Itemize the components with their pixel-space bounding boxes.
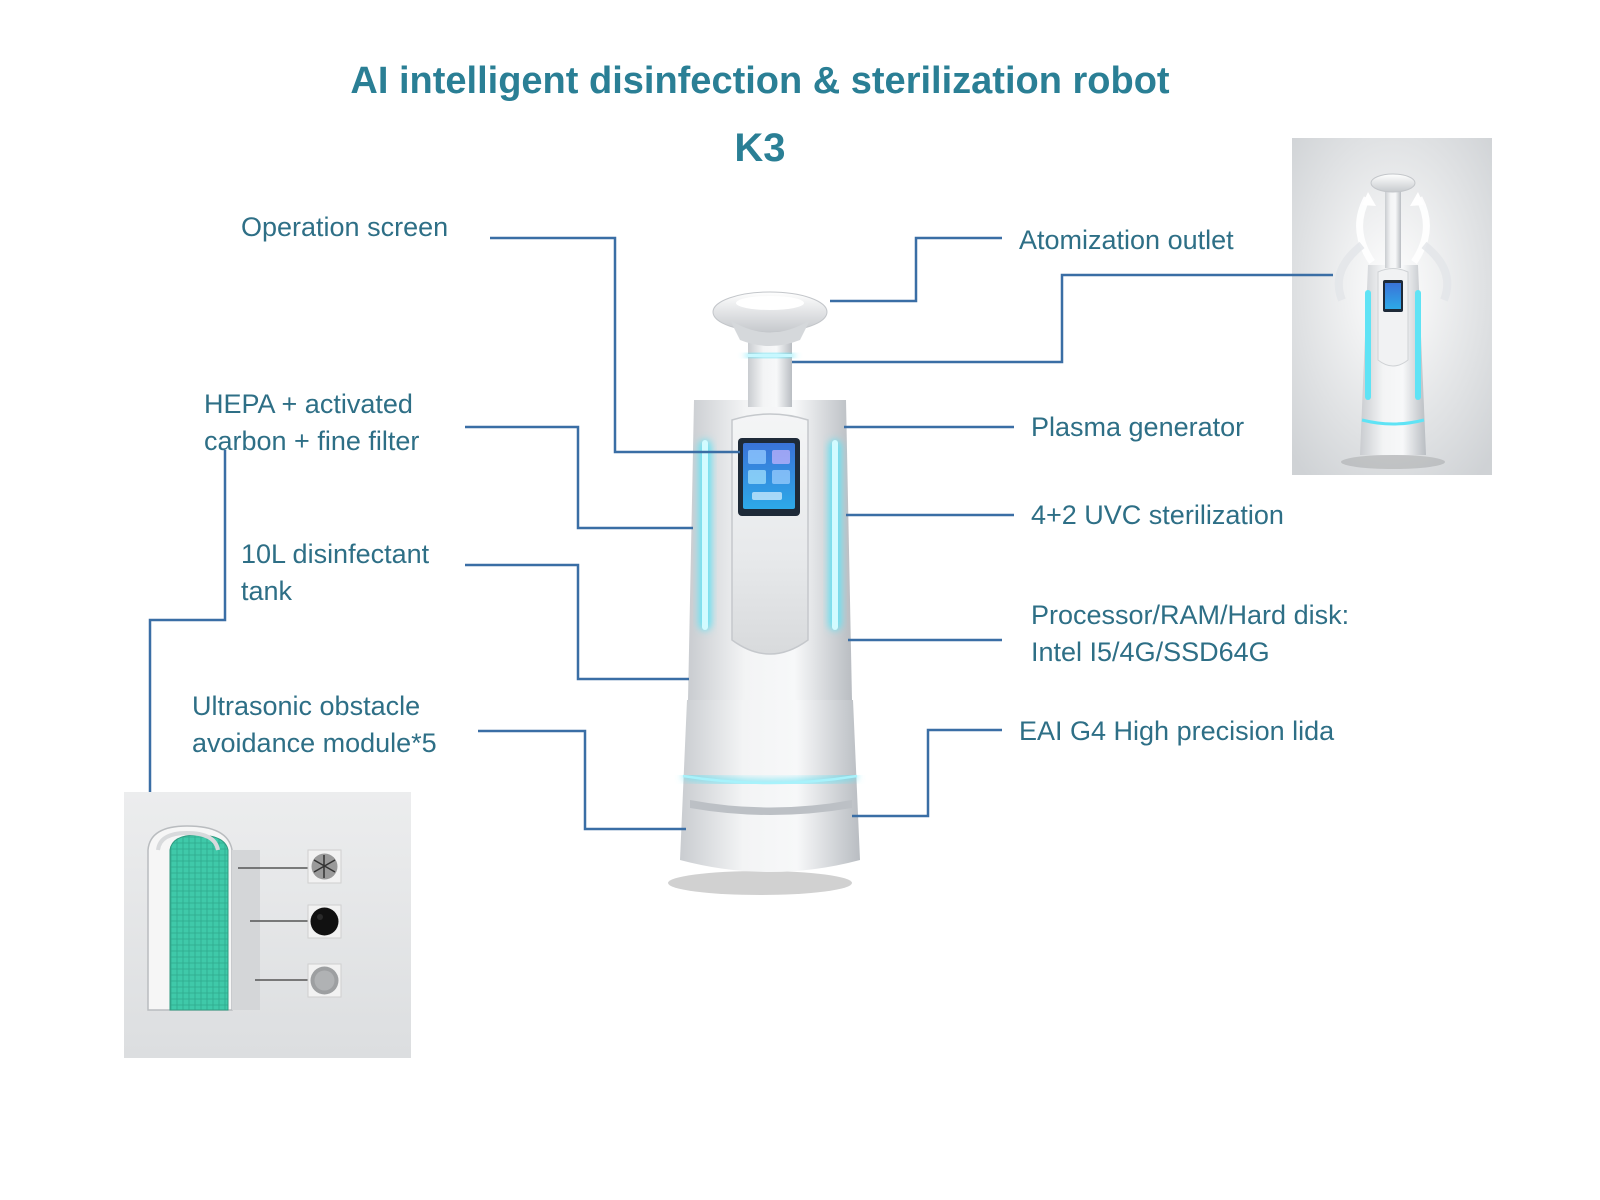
leader-lidar — [852, 728, 1002, 818]
model-name: K3 — [734, 126, 786, 170]
leader-filter-panel — [148, 450, 227, 792]
leader-disinfectant-tank — [465, 563, 689, 681]
robot-photo-panel — [1292, 138, 1492, 475]
label-atomization-outlet: Atomization outlet — [1019, 225, 1234, 255]
leader-lines — [148, 236, 1333, 831]
leader-atomization-outlet — [830, 236, 1002, 303]
label-lidar: EAI G4 High precision lida — [1019, 716, 1335, 746]
leader-hepa-filter — [465, 425, 693, 530]
label-operation-screen: Operation screen — [241, 212, 449, 242]
label-plasma-generator: Plasma generator — [1031, 412, 1245, 442]
label-processor: Processor/RAM/Hard disk: Intel I5/4G/SSD… — [1031, 600, 1350, 667]
label-hepa-filter: HEPA + activated carbon + fine filter — [204, 389, 420, 456]
leader-photo — [792, 273, 1333, 364]
filter-cross-section-panel — [124, 792, 411, 1058]
label-uvc: 4+2 UVC sterilization — [1031, 500, 1284, 530]
label-disinfectant-tank: 10L disinfectant tank — [241, 539, 430, 606]
leader-ultrasonic — [478, 729, 686, 831]
robot-illustration — [668, 291, 860, 895]
label-ultrasonic: Ultrasonic obstacle avoidance module*5 — [192, 691, 437, 758]
leader-operation-screen — [490, 236, 740, 454]
page-title: AI intelligent disinfection & sterilizat… — [350, 60, 1170, 102]
